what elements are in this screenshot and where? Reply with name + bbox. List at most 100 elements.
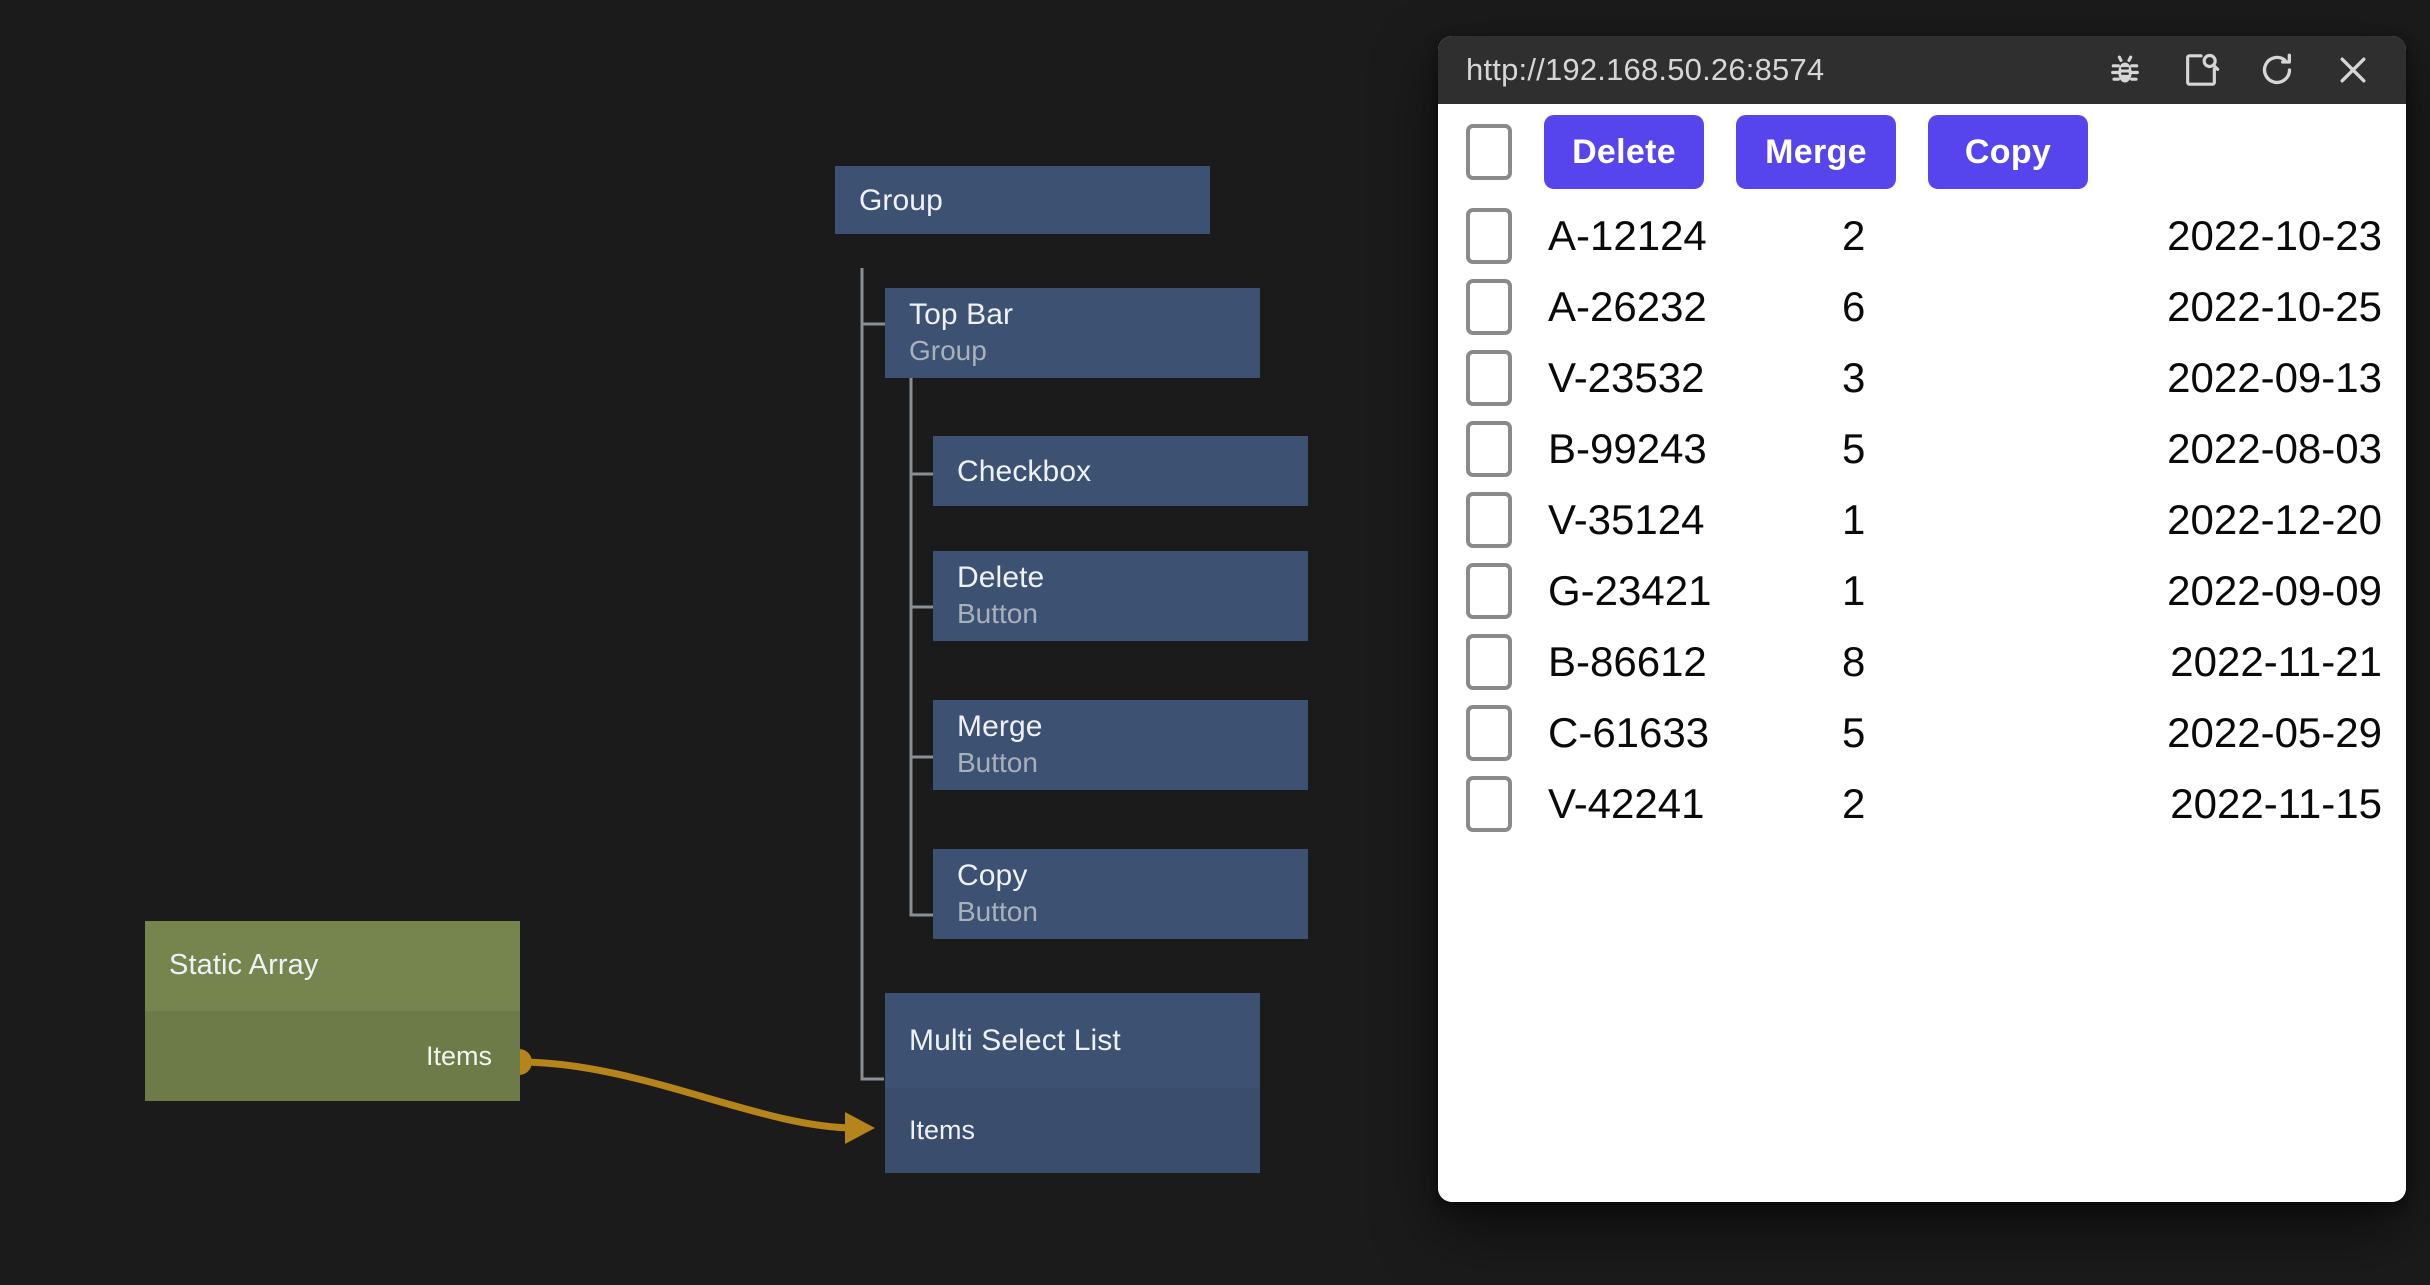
- tree-node-checkbox-header: Checkbox: [933, 436, 1308, 506]
- tree-node-top-bar-title: Top Bar: [909, 298, 1014, 332]
- row-qty-cell: 8: [1842, 638, 2092, 686]
- tree-node-delete-header: Delete Button: [933, 551, 1308, 641]
- preview-browser-window[interactable]: http://192.168.50.26:8574: [1438, 36, 2406, 1202]
- row-checkbox[interactable]: [1466, 562, 1512, 619]
- inspect-page-icon[interactable]: [2174, 43, 2228, 97]
- row-date: 2022-10-23: [2167, 211, 2382, 259]
- list-item[interactable]: A-26232 6 2022-10-25: [1438, 271, 2406, 342]
- node-static-array[interactable]: Static Array Items: [145, 921, 520, 1101]
- tree-node-top-bar[interactable]: Top Bar Group: [885, 288, 1260, 378]
- row-id-cell: B-86612: [1512, 638, 1842, 686]
- list-item[interactable]: V-35124 1 2022-12-20: [1438, 484, 2406, 555]
- select-all-checkbox[interactable]: [1466, 124, 1512, 180]
- row-qty: 5: [1842, 424, 1866, 472]
- tree-node-copy-header: Copy Button: [933, 849, 1308, 939]
- row-date-cell: 2022-11-21: [2092, 638, 2382, 686]
- row-qty-cell: 3: [1842, 354, 2092, 402]
- tree-node-copy[interactable]: Copy Button: [933, 849, 1308, 939]
- list-item[interactable]: B-99243 5 2022-08-03: [1438, 413, 2406, 484]
- row-checkbox[interactable]: [1466, 633, 1512, 690]
- page-toolbar: Delete Merge Copy: [1438, 104, 2406, 200]
- row-qty: 1: [1842, 495, 1866, 543]
- tree-node-delete-subtitle: Button: [957, 598, 1038, 630]
- row-qty-cell: 1: [1842, 496, 2092, 544]
- tree-node-merge[interactable]: Merge Button: [933, 700, 1308, 790]
- row-date-cell: 2022-05-29: [2092, 709, 2382, 757]
- row-qty-cell: 2: [1842, 212, 2092, 260]
- tree-node-group[interactable]: Group: [835, 166, 1210, 234]
- tree-node-multi-select-list-header: Multi Select List: [885, 993, 1260, 1088]
- row-date: 2022-12-20: [2167, 495, 2382, 543]
- multi-select-list-items-label: Items: [909, 1115, 976, 1146]
- row-qty-cell: 5: [1842, 709, 2092, 757]
- row-date-cell: 2022-12-20: [2092, 496, 2382, 544]
- tree-node-multi-select-list[interactable]: Multi Select List Items: [885, 993, 1260, 1173]
- node-static-array-header: Static Array: [145, 921, 520, 1011]
- row-qty: 8: [1842, 637, 1866, 685]
- row-id: G-23421: [1548, 566, 1712, 614]
- row-qty-cell: 6: [1842, 283, 2092, 331]
- row-id: V-35124: [1548, 495, 1705, 543]
- row-id: A-26232: [1548, 282, 1707, 330]
- merge-button[interactable]: Merge: [1736, 115, 1896, 189]
- row-id: V-23532: [1548, 353, 1705, 401]
- row-id: C-61633: [1548, 708, 1710, 756]
- delete-button[interactable]: Delete: [1544, 115, 1704, 189]
- tree-node-checkbox-title: Checkbox: [957, 454, 1092, 488]
- node-static-array-title: Static Array: [169, 949, 319, 982]
- row-id-cell: V-23532: [1512, 354, 1842, 402]
- row-checkbox[interactable]: [1466, 278, 1512, 335]
- bug-icon[interactable]: [2098, 43, 2152, 97]
- row-id: V-42241: [1548, 779, 1705, 827]
- tree-node-delete[interactable]: Delete Button: [933, 551, 1308, 641]
- row-id: B-99243: [1548, 424, 1707, 472]
- row-date: 2022-09-13: [2167, 353, 2382, 401]
- tree-node-multi-select-list-title: Multi Select List: [909, 1024, 1121, 1058]
- static-array-items-label: Items: [425, 1040, 492, 1071]
- list-item[interactable]: V-23532 3 2022-09-13: [1438, 342, 2406, 413]
- row-qty: 2: [1842, 211, 1866, 259]
- tree-node-delete-title: Delete: [957, 561, 1045, 595]
- row-id-cell: A-12124: [1512, 212, 1842, 260]
- row-id-cell: B-99243: [1512, 425, 1842, 473]
- row-qty: 2: [1842, 779, 1866, 827]
- row-date-cell: 2022-09-13: [2092, 354, 2382, 402]
- row-checkbox[interactable]: [1466, 349, 1512, 406]
- row-qty-cell: 1: [1842, 567, 2092, 615]
- tree-node-top-bar-header: Top Bar Group: [885, 288, 1260, 378]
- tree-node-top-bar-subtitle: Group: [909, 335, 987, 367]
- tree-node-merge-header: Merge Button: [933, 700, 1308, 790]
- reload-icon[interactable]: [2250, 43, 2304, 97]
- row-qty: 1: [1842, 566, 1866, 614]
- list-item[interactable]: V-42241 2 2022-11-15: [1438, 768, 2406, 839]
- row-id-cell: C-61633: [1512, 709, 1842, 757]
- close-icon[interactable]: [2326, 43, 2380, 97]
- row-date: 2022-11-21: [2170, 637, 2382, 685]
- row-checkbox[interactable]: [1466, 207, 1512, 264]
- row-qty: 6: [1842, 282, 1866, 330]
- row-id-cell: A-26232: [1512, 283, 1842, 331]
- tree-node-group-header: Group: [835, 166, 1210, 234]
- static-array-items-port[interactable]: Items: [145, 1011, 520, 1101]
- row-id-cell: V-35124: [1512, 496, 1842, 544]
- row-date: 2022-08-03: [2167, 424, 2382, 472]
- row-date-cell: 2022-11-15: [2092, 780, 2382, 828]
- url-bar[interactable]: http://192.168.50.26:8574: [1466, 52, 1825, 87]
- row-id-cell: V-42241: [1512, 780, 1842, 828]
- tree-node-copy-subtitle: Button: [957, 896, 1038, 928]
- multi-select-list-items-port[interactable]: Items: [885, 1088, 1260, 1173]
- row-checkbox[interactable]: [1466, 704, 1512, 761]
- copy-button[interactable]: Copy: [1928, 115, 2088, 189]
- row-checkbox[interactable]: [1466, 420, 1512, 477]
- row-checkbox[interactable]: [1466, 775, 1512, 832]
- tree-node-checkbox[interactable]: Checkbox: [933, 436, 1308, 506]
- row-date: 2022-10-25: [2167, 282, 2382, 330]
- row-checkbox[interactable]: [1466, 491, 1512, 548]
- tree-node-merge-subtitle: Button: [957, 747, 1038, 779]
- row-qty: 3: [1842, 353, 1866, 401]
